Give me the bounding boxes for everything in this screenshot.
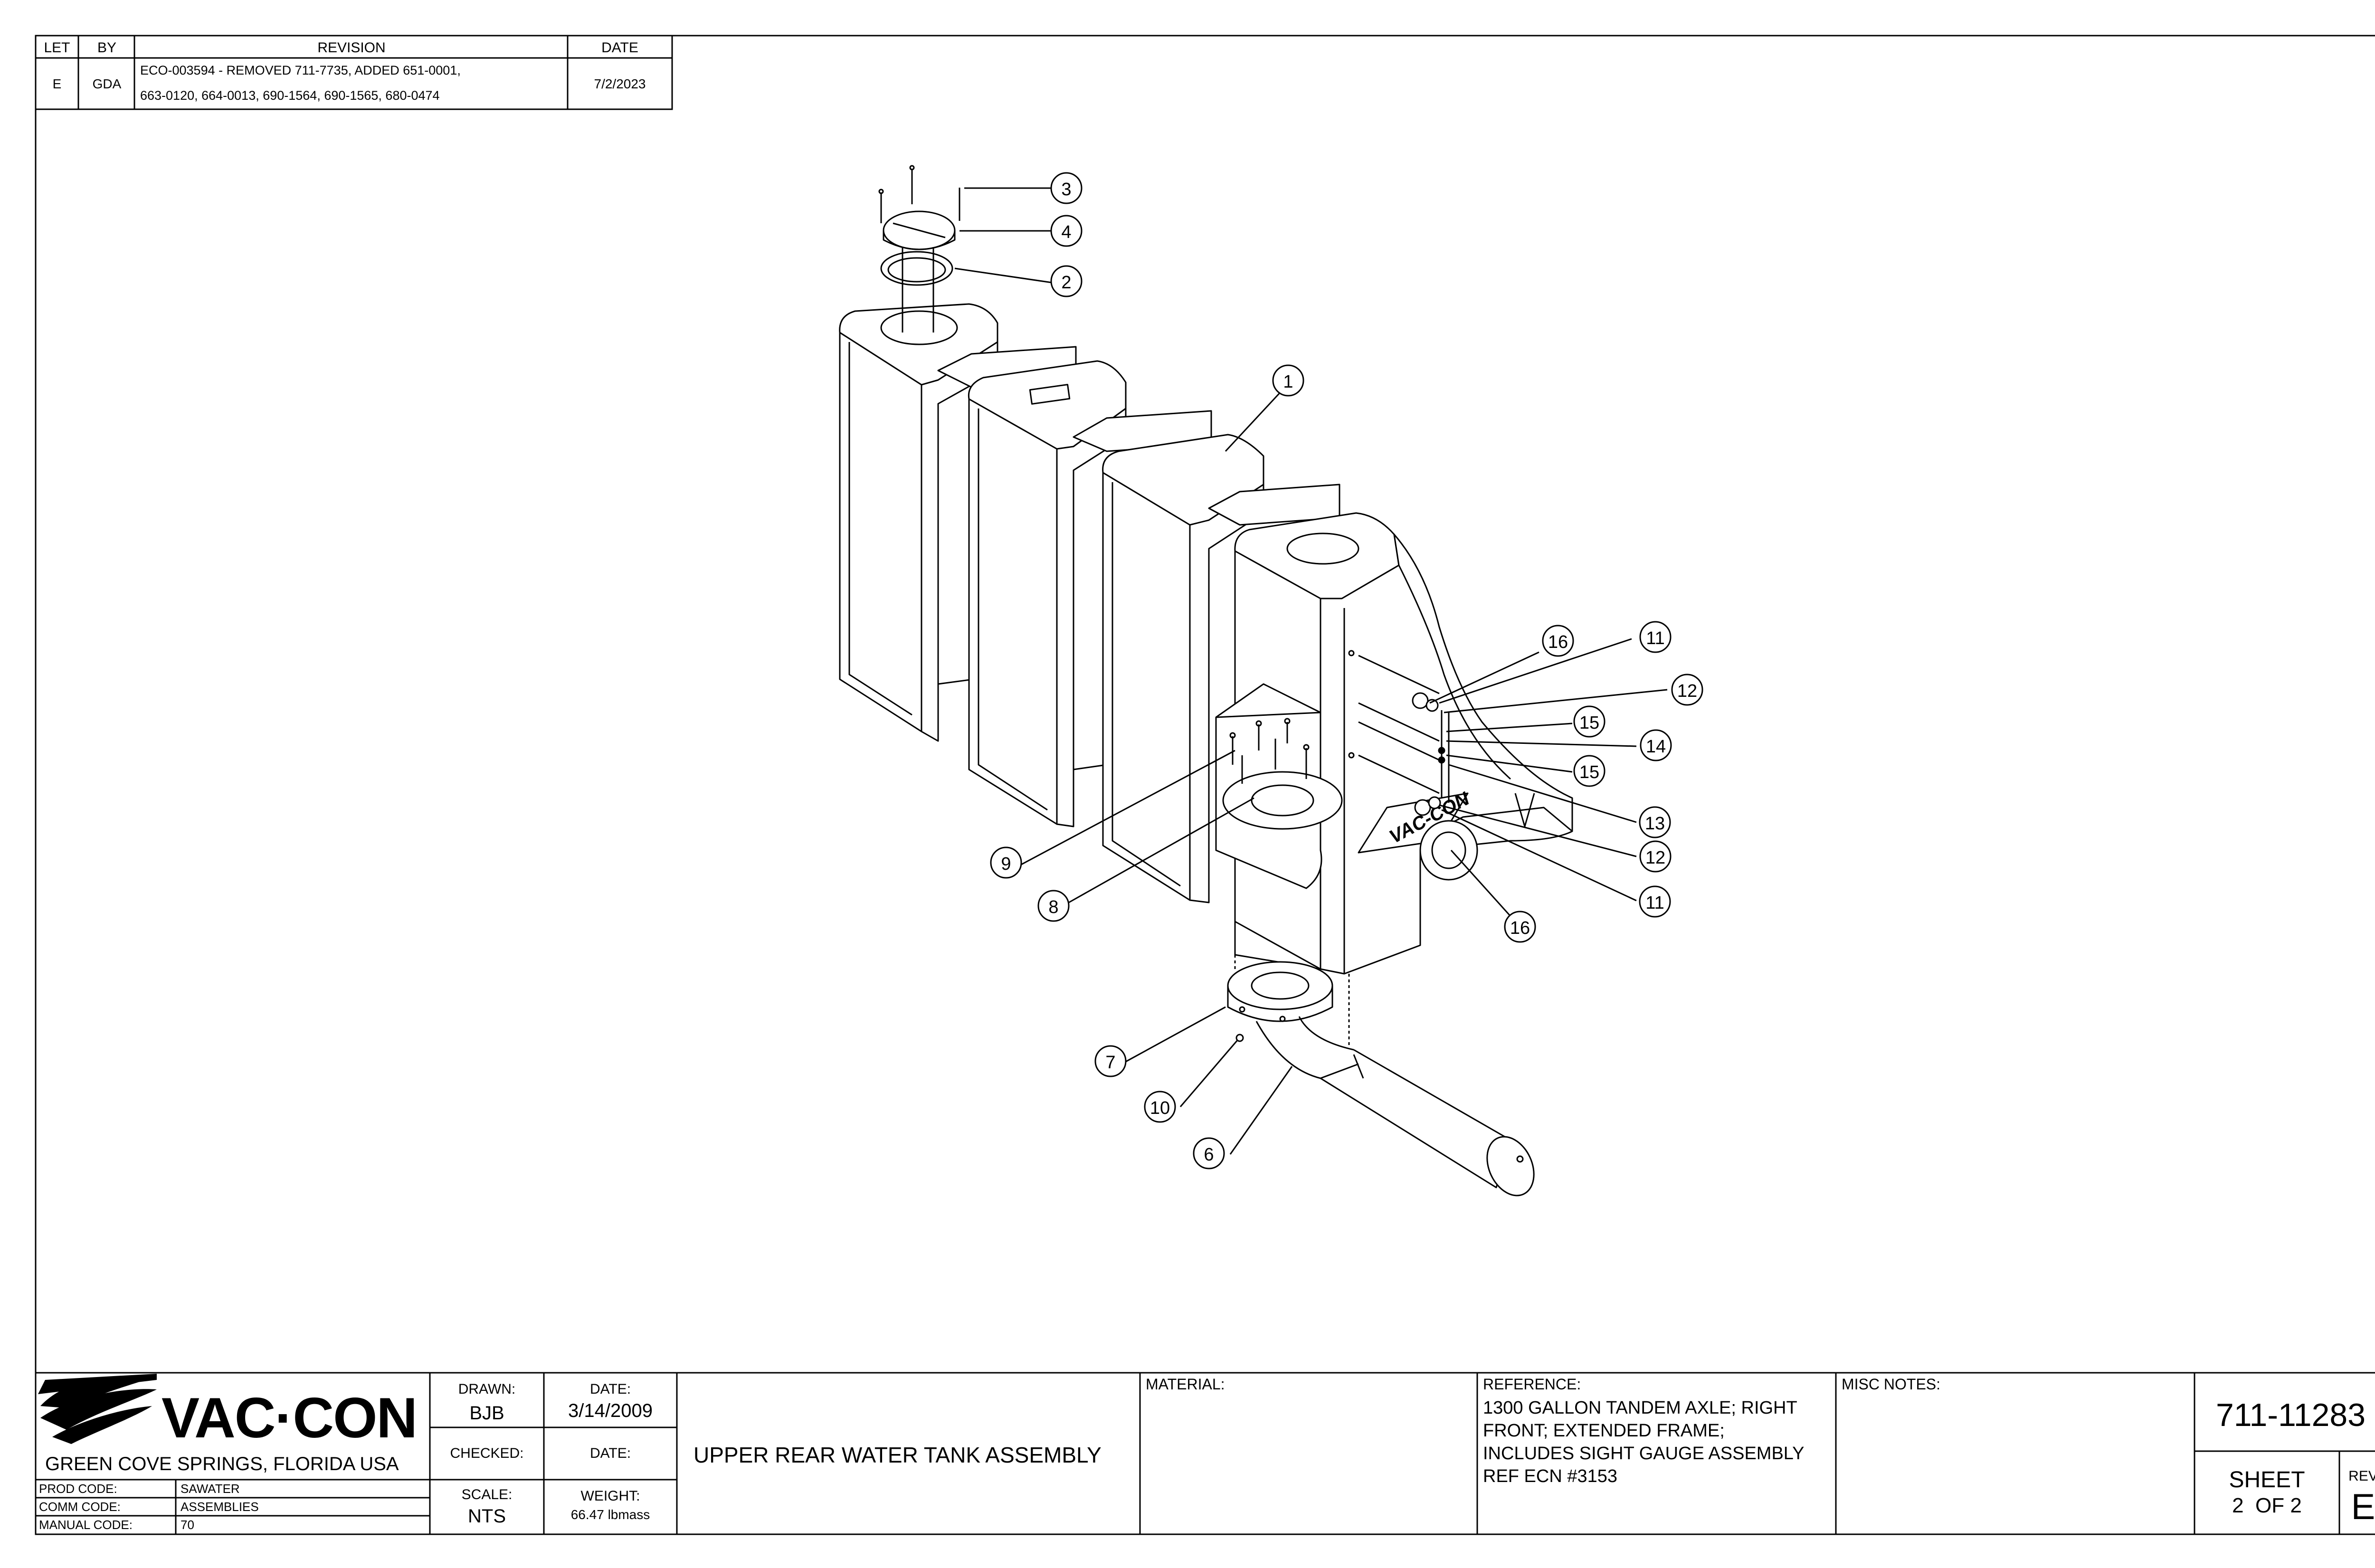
balloon-15-upper: 15 [1579, 713, 1600, 733]
outlet-pipe [1227, 922, 1535, 1197]
balloon-10: 10 [1150, 1098, 1170, 1118]
company-name: VAC·CON [162, 1386, 418, 1450]
sheet-border [35, 35, 2375, 1535]
balloon-9: 9 [1001, 854, 1011, 874]
rev-header-revision: REVISION [317, 40, 386, 56]
balloon-4: 4 [1061, 222, 1072, 242]
balloon-16-upper: 16 [1548, 632, 1568, 652]
date-label: DATE: [589, 1381, 631, 1397]
rev-let-value: E [52, 76, 62, 91]
balloon-8: 8 [1048, 897, 1059, 917]
drawing-title: UPPER REAR WATER TANK ASSEMBLY [694, 1443, 1102, 1467]
rev-description-line2: 663-0120, 664-0013, 690-1564, 690-1565, … [140, 88, 440, 103]
balloon-16-lower: 16 [1510, 918, 1530, 938]
balloon-2: 2 [1061, 273, 1072, 293]
rev-value: E [2351, 1487, 2375, 1527]
rev-description-line1: ECO-003594 - REMOVED 711-7735, ADDED 651… [140, 63, 461, 77]
tank-module-2 [968, 360, 1127, 827]
balloon-1: 1 [1283, 372, 1293, 392]
prod-code-value: SAWATER [180, 1482, 240, 1496]
balloon-7: 7 [1105, 1053, 1116, 1073]
weight-label: WEIGHT: [580, 1488, 640, 1504]
balloon-6: 6 [1204, 1145, 1214, 1165]
part-number: 711-11283 [2215, 1397, 2366, 1433]
comm-code-label: COMM CODE: [39, 1500, 121, 1514]
reference-line-2: FRONT; EXTENDED FRAME; [1483, 1421, 1725, 1441]
balloon-3: 3 [1061, 180, 1072, 200]
material-label: MATERIAL: [1146, 1376, 1225, 1393]
title-block [36, 1372, 2375, 1534]
checked-date-label: DATE: [589, 1445, 631, 1461]
leader-lines [954, 187, 1668, 1155]
balloon-13: 13 [1644, 814, 1665, 834]
rev-by-value: GDA [92, 76, 122, 91]
fill-cap-parts [878, 165, 960, 333]
reference-label: REFERENCE: [1483, 1376, 1581, 1393]
balloon-12-lower: 12 [1645, 848, 1666, 868]
balloon-11-lower: 11 [1645, 893, 1664, 913]
company-location: GREEN COVE SPRINGS, FLORIDA USA [45, 1454, 399, 1474]
manual-code-value: 70 [180, 1518, 194, 1532]
weight-value: 66.47 lbmass [570, 1507, 650, 1522]
callout-balloons [990, 172, 1703, 1169]
balloon-14: 14 [1645, 737, 1666, 757]
vac-con-logo-icon [38, 1374, 157, 1444]
rev-header-by: BY [97, 40, 117, 56]
balloon-12-upper: 12 [1677, 681, 1698, 701]
rev-header-date: DATE [601, 40, 638, 56]
drawn-value: BJB [469, 1403, 504, 1424]
reference-line-3: INCLUDES SIGHT GAUGE ASSEMBLY [1483, 1444, 1805, 1463]
balloon-15-lower: 15 [1579, 762, 1600, 782]
drawn-label: DRAWN: [458, 1381, 516, 1397]
sight-gauge-fittings [1412, 692, 1450, 816]
scale-label: SCALE: [461, 1487, 513, 1502]
reference-line-1: 1300 GALLON TANDEM AXLE; RIGHT [1483, 1398, 1797, 1418]
misc-notes-label: MISC NOTES: [1842, 1376, 1941, 1393]
revision-block [35, 35, 673, 110]
scale-value: NTS [468, 1506, 506, 1527]
date-value: 3/14/2009 [568, 1400, 653, 1421]
comm-code-value: ASSEMBLIES [180, 1500, 259, 1514]
sheet-of: 2 OF 2 [2232, 1494, 2302, 1517]
reference-line-4: REF ECN #3153 [1483, 1466, 1618, 1486]
manual-code-label: MANUAL CODE: [39, 1518, 133, 1532]
balloon-11-upper: 11 [1646, 628, 1665, 648]
rev-header-let: LET [44, 40, 70, 56]
rev-date-value: 7/2/2023 [594, 76, 646, 91]
prod-code-label: PROD CODE: [39, 1482, 117, 1496]
checked-label: CHECKED: [450, 1445, 524, 1461]
bottom-flange [1215, 683, 1343, 889]
tank-assembly-drawing: VAC-CON [839, 165, 1573, 1197]
sheet-label: SHEET [2229, 1467, 2305, 1492]
rev-label: REV [2348, 1468, 2375, 1484]
